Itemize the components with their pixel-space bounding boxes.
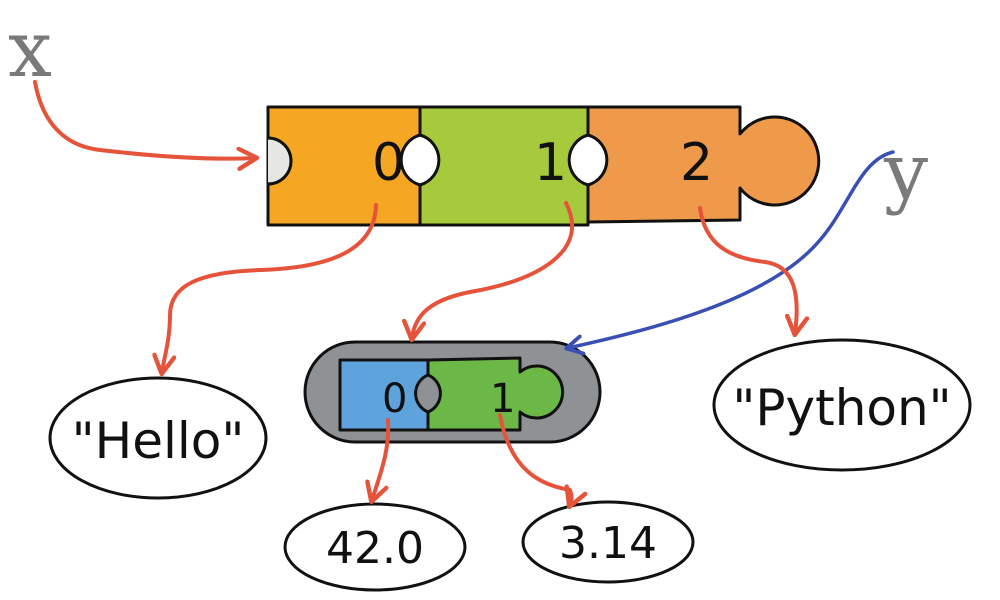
arrow-x-to-outer-list bbox=[33, 80, 255, 159]
arrow-inner0-to-float-a bbox=[372, 418, 391, 500]
arrow-y-to-inner-list bbox=[568, 150, 895, 348]
outer-piece-1 bbox=[418, 105, 590, 227]
arrow-index0-to-hello bbox=[162, 203, 378, 372]
outer-piece-2 bbox=[586, 105, 821, 224]
value-float-b-ellipse bbox=[521, 500, 695, 584]
arrow-inner1-to-float-b bbox=[498, 413, 572, 505]
inner-piece-1 bbox=[426, 356, 565, 432]
value-float-b-text: 3.14 bbox=[559, 518, 657, 569]
inner-index-0: 0 bbox=[382, 376, 407, 422]
inner-index-1: 1 bbox=[490, 376, 515, 422]
arrow-index1-to-inner-list bbox=[412, 201, 574, 338]
value-float-a: 42.0 bbox=[283, 502, 467, 592]
value-python: "Python" bbox=[712, 338, 972, 472]
value-float-b: 3.14 bbox=[521, 500, 695, 584]
outer-list-start-notch bbox=[266, 136, 293, 186]
value-hello-text: "Hello" bbox=[72, 412, 245, 470]
variable-y-label: y bbox=[883, 127, 928, 217]
outer-list: 0 1 2 bbox=[266, 105, 821, 227]
outer-index-2: 2 bbox=[680, 133, 713, 193]
value-hello: "Hello" bbox=[48, 376, 268, 500]
arrow-index2-to-python bbox=[698, 206, 797, 333]
inner-list: 0 1 bbox=[303, 340, 602, 444]
value-hello-ellipse bbox=[48, 376, 268, 500]
value-python-ellipse bbox=[712, 338, 972, 472]
value-python-text: "Python" bbox=[732, 379, 951, 437]
value-float-a-text: 42.0 bbox=[326, 523, 424, 574]
outer-index-0: 0 bbox=[372, 133, 405, 193]
outer-index-1: 1 bbox=[534, 133, 567, 193]
variable-x-label: x bbox=[8, 5, 52, 95]
